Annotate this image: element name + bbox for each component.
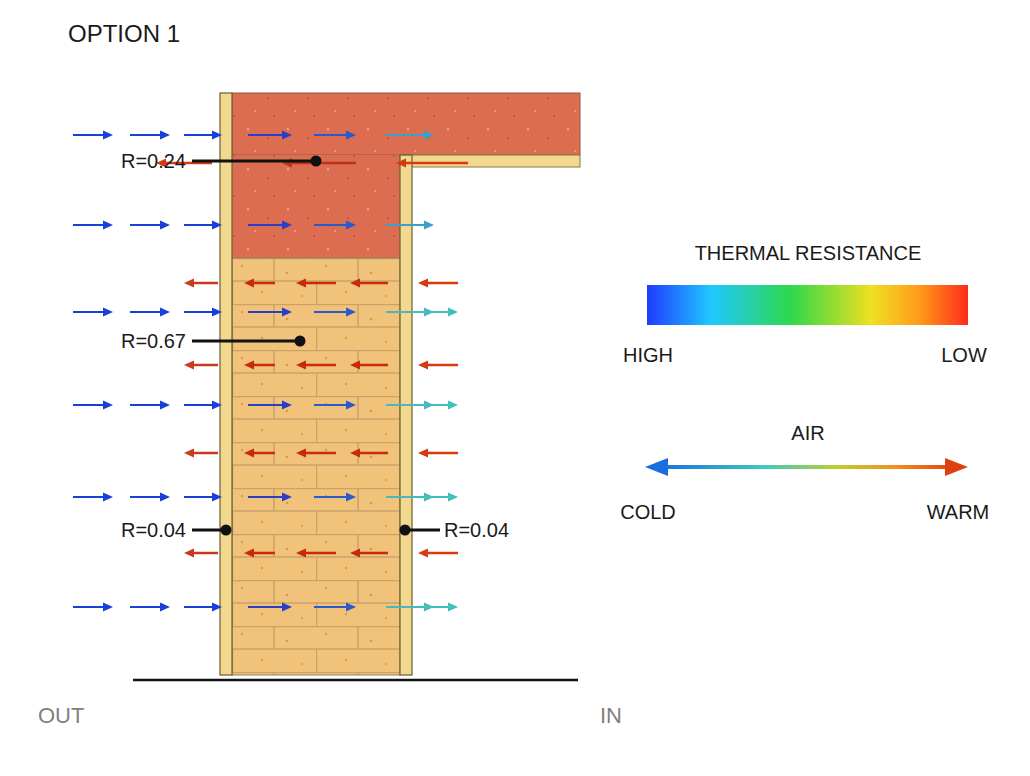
legend-heading: THERMAL RESISTANCE [695,243,922,263]
resistance-label: R=0.04 [444,520,509,540]
diagram-title: OPTION 1 [68,22,180,46]
resistance-scale [647,285,968,325]
scale-end-label: LOW [941,345,987,365]
resistance-label: R=0.24 [121,151,186,171]
wall-section [133,93,580,680]
scale-end-label: HIGH [623,345,673,365]
resistance-label: R=0.67 [121,331,186,351]
scale-end-label: WARM [927,502,990,522]
side-label: IN [600,705,622,727]
air-arrows [73,131,468,612]
legend-heading: AIR [791,423,824,443]
air-scale-arrow [645,458,968,476]
scale-end-label: COLD [620,502,676,522]
leader-lines [192,157,440,534]
resistance-label: R=0.04 [121,520,186,540]
side-label: OUT [38,705,84,727]
